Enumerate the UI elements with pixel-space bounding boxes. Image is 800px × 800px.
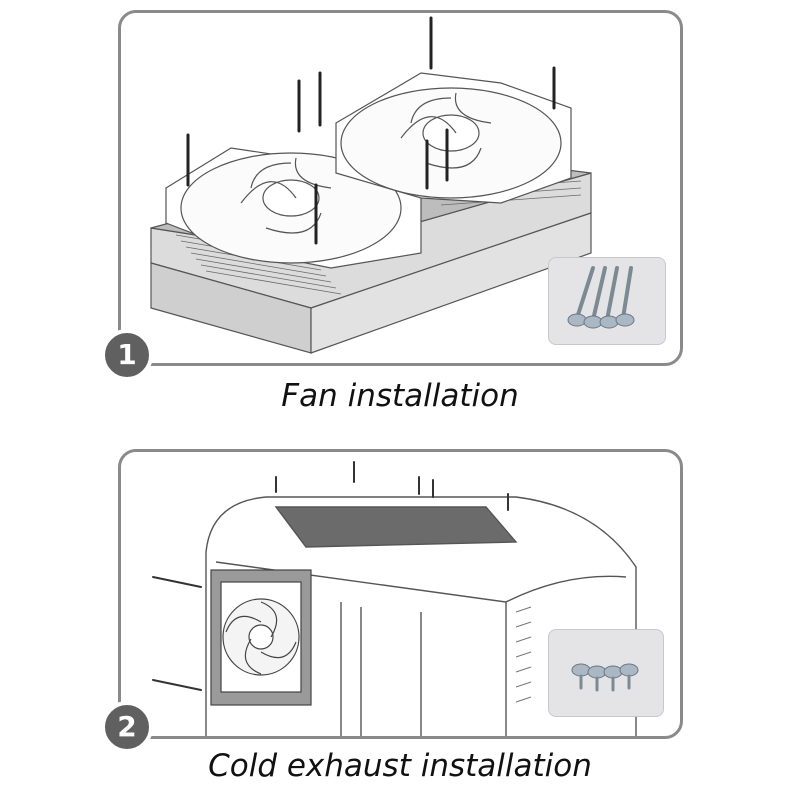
cold-exhaust-installation-illustration	[152, 461, 637, 736]
fan-illustration	[210, 569, 312, 706]
step-caption: Fan installation	[281, 378, 519, 414]
screw-illustration	[186, 16, 556, 245]
step-number-badge: 1	[101, 329, 153, 381]
screw-inset	[548, 257, 666, 345]
fan-illustration	[335, 72, 572, 204]
step-number-badge: 2	[101, 701, 153, 753]
screw-inset	[548, 629, 664, 717]
pc-case-illustration	[205, 496, 637, 736]
screw-illustration	[152, 461, 509, 691]
screw-icon	[567, 266, 635, 329]
fan-installation-illustration	[150, 16, 592, 354]
step-caption: Cold exhaust installation	[208, 748, 592, 784]
step-2-panel	[118, 449, 683, 739]
screw-icon	[571, 663, 639, 692]
step-1-panel	[118, 10, 683, 366]
